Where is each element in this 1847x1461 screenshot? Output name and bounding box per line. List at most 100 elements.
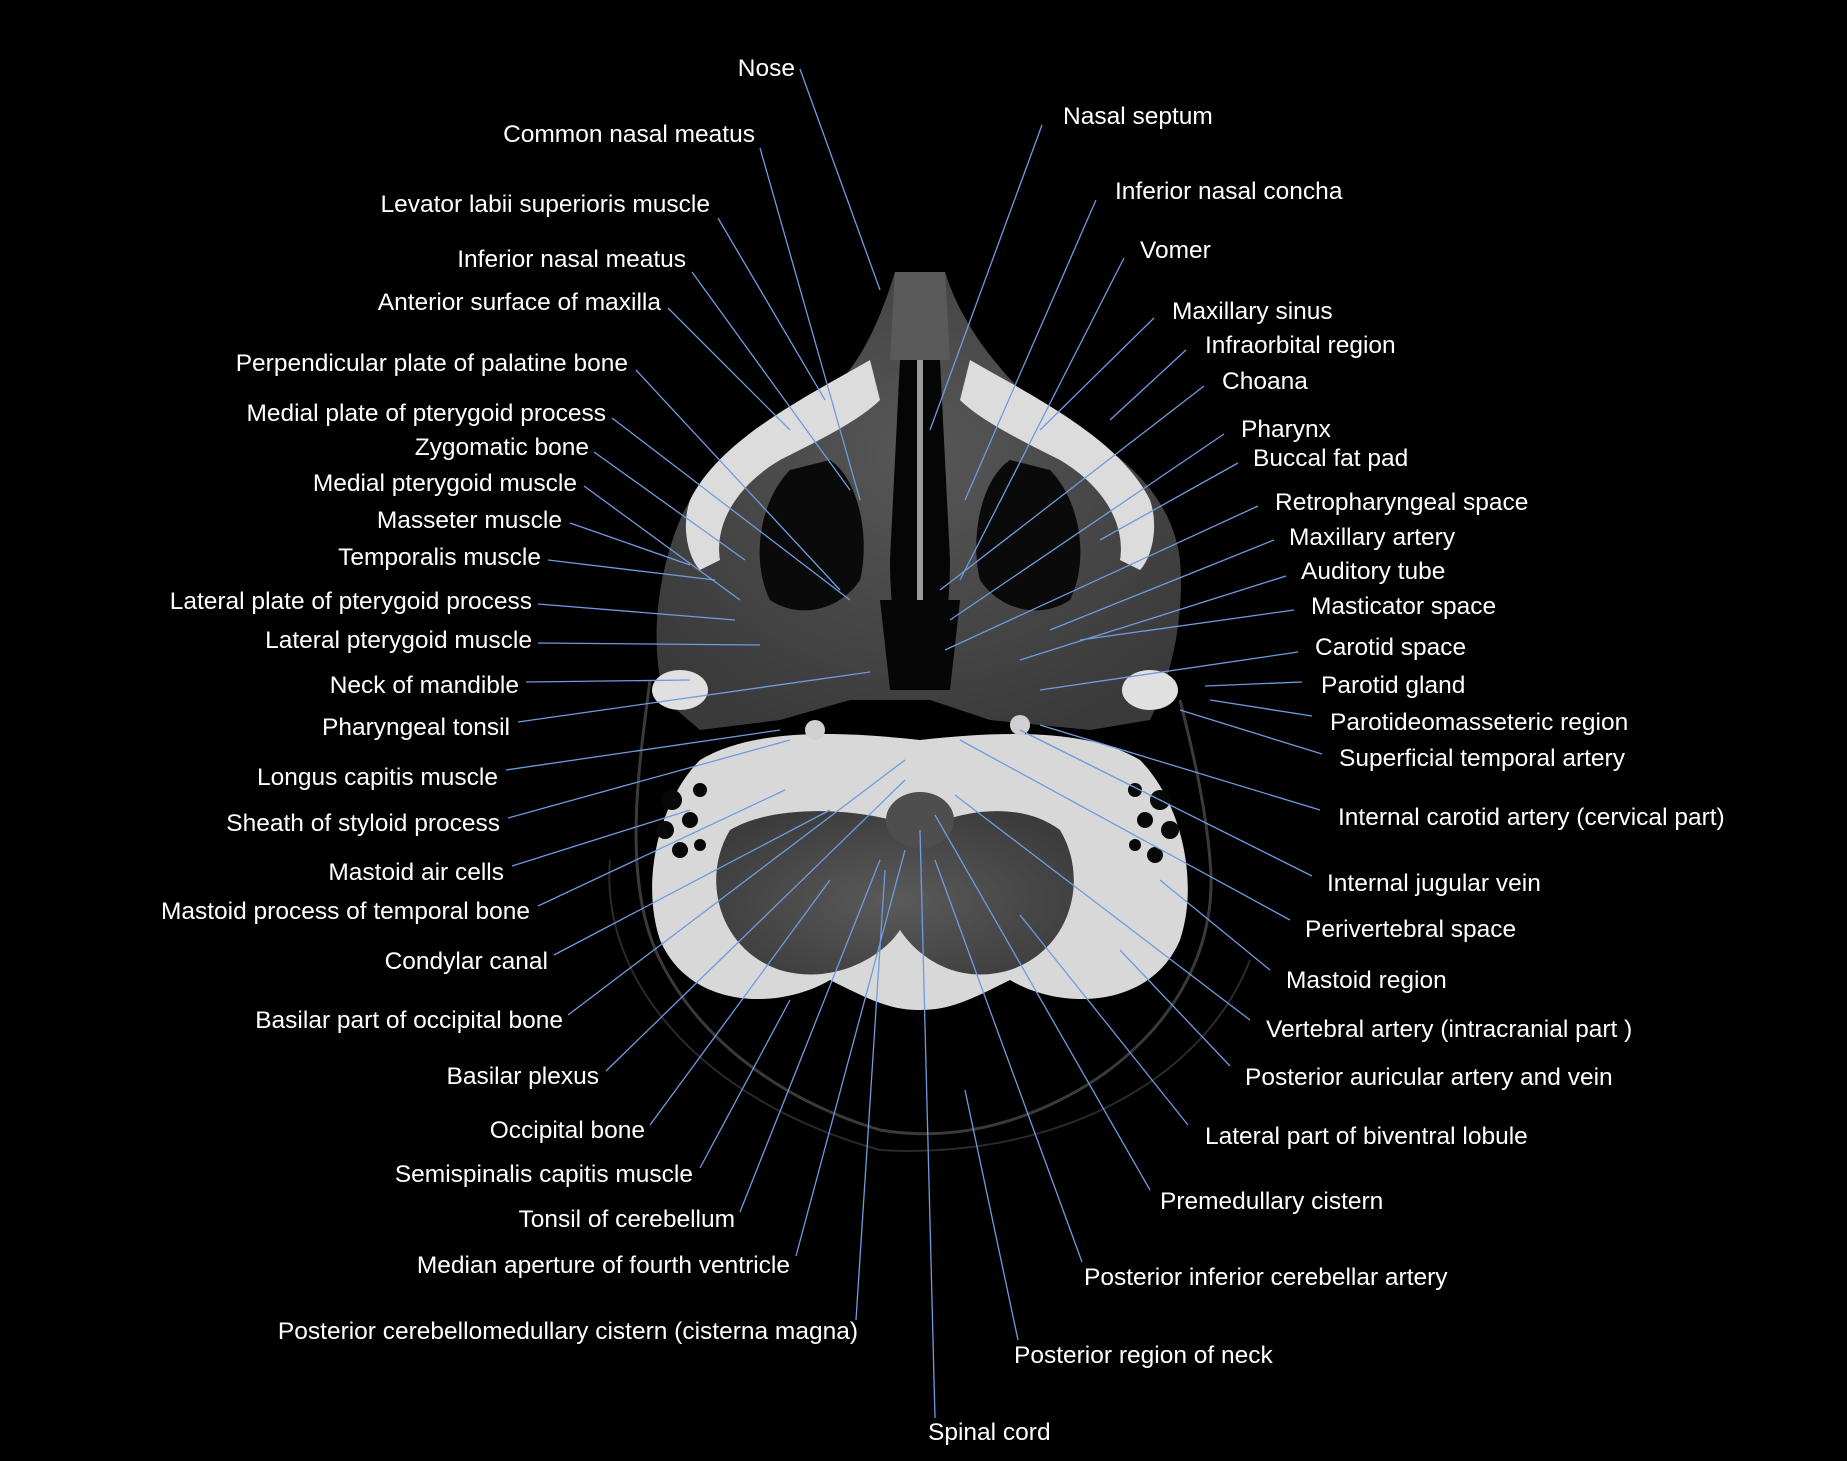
label-mastoid-process-of-temporal-bone: Mastoid process of temporal bone (160, 898, 530, 925)
label-median-aperture-of-fourth-ventricle: Median aperture of fourth ventricle (416, 1252, 790, 1279)
label-anterior-surface-of-maxilla: Anterior surface of maxilla (377, 289, 661, 316)
leader-posterior-auricular-artery-and-vein (1119, 949, 1231, 1067)
label-carotid-space: Carotid space (1315, 634, 1467, 661)
label-tonsil-of-cerebellum: Tonsil of cerebellum (518, 1206, 735, 1233)
leader-median-aperture-of-fourth-ventricle (795, 849, 906, 1257)
leader-sheath-of-styloid-process (507, 739, 791, 819)
leader-spinal-cord (919, 829, 936, 1419)
leader-common-nasal-meatus (759, 147, 861, 501)
leader-lines (505, 68, 1323, 1419)
left-mandible-neck (652, 670, 708, 710)
leader-lateral-part-of-biventral-lobule (1019, 914, 1189, 1126)
label-lateral-plate-of-pterygoid-process: Lateral plate of pterygoid process (169, 588, 532, 615)
leader-internal-carotid-artery-cervical-part (1039, 724, 1321, 811)
leader-levator-labii-superioris-muscle (717, 217, 826, 401)
nasal-septum-line (917, 300, 923, 680)
label-lateral-part-of-biventral-lobule: Lateral part of biventral lobule (1205, 1123, 1528, 1150)
leader-maxillary-artery (1049, 539, 1275, 631)
leader-posterior-cerebellomedullary-cistern-cisterna-magna (855, 869, 886, 1321)
label-sheath-of-styloid-process: Sheath of styloid process (226, 810, 500, 837)
leader-vertebral-artery-intracranial-part (954, 794, 1251, 1021)
leader-vomer (959, 257, 1125, 581)
leader-mastoid-air-cells (511, 809, 691, 867)
leader-semispinalis-capitis-muscle (699, 999, 791, 1169)
skin-outline (634, 679, 1213, 1136)
label-medial-plate-of-pterygoid-process: Medial plate of pterygoid process (246, 400, 606, 427)
label-retropharyngeal-space: Retropharyngeal space (1275, 489, 1529, 516)
leader-premedullary-cistern (934, 814, 1151, 1191)
label-posterior-inferior-cerebellar-artery: Posterior inferior cerebellar artery (1084, 1264, 1448, 1291)
label-longus-capitis-muscle: Longus capitis muscle (256, 764, 498, 791)
leader-tonsil-of-cerebellum (739, 859, 881, 1213)
maxilla-bone-right (960, 360, 1155, 570)
leader-internal-jugular-vein (1019, 729, 1313, 877)
label-temporalis-muscle: Temporalis muscle (338, 544, 541, 571)
pharynx-airway (880, 600, 960, 690)
label-condylar-canal: Condylar canal (384, 948, 548, 975)
label-levator-labii-superioris-muscle: Levator labii superioris muscle (380, 191, 710, 218)
leader-lateral-plate-of-pterygoid-process (537, 603, 736, 621)
label-inferior-nasal-meatus: Inferior nasal meatus (457, 246, 686, 273)
label-pharyngeal-tonsil: Pharyngeal tonsil (322, 714, 510, 741)
label-posterior-cerebellomedullary-cistern-cisterna-magna: Posterior cerebellomedullary cistern (ci… (277, 1318, 858, 1345)
label-maxillary-artery: Maxillary artery (1289, 524, 1456, 551)
label-internal-carotid-artery-cervical-part: Internal carotid artery (cervical part) (1338, 804, 1725, 831)
leader-parotideomasseteric-region (1209, 699, 1313, 717)
leader-parotid-gland (1204, 681, 1303, 687)
leader-basilar-plexus (605, 779, 906, 1072)
label-medial-pterygoid-muscle: Medial pterygoid muscle (312, 470, 577, 497)
leader-perivertebral-space (959, 739, 1291, 921)
label-pharynx: Pharynx (1241, 416, 1331, 443)
label-vertebral-artery-intracranial-part: Vertebral artery (intracranial part ) (1266, 1016, 1633, 1043)
leader-pharynx (949, 433, 1225, 621)
label-zygomatic-bone: Zygomatic bone (414, 434, 589, 461)
leader-masticator-space (1079, 609, 1295, 641)
leader-neck-of-mandible (525, 679, 691, 683)
leader-lateral-pterygoid-muscle (537, 642, 761, 646)
left-maxillary-sinus (759, 460, 864, 611)
label-basilar-plexus: Basilar plexus (446, 1063, 599, 1090)
mastoid-air-cells (656, 783, 1179, 863)
leader-maxillary-sinus (1039, 317, 1155, 431)
leader-superficial-temporal-artery (1179, 709, 1323, 755)
label-semispinalis-capitis-muscle: Semispinalis capitis muscle (394, 1161, 693, 1188)
label-neck-of-mandible: Neck of mandible (329, 672, 519, 699)
label-auditory-tube: Auditory tube (1301, 558, 1446, 585)
medulla (886, 792, 954, 848)
leader-mastoid-process-of-temporal-bone (537, 789, 786, 907)
leader-posterior-region-of-neck (964, 1089, 1019, 1341)
label-vomer: Vomer (1140, 237, 1211, 264)
label-parotid-gland: Parotid gland (1321, 672, 1466, 699)
leader-occipital-bone (649, 879, 831, 1126)
leader-nose (799, 68, 881, 291)
label-masticator-space: Masticator space (1311, 593, 1497, 620)
maxilla-bone (685, 360, 880, 570)
leader-choana (939, 385, 1205, 591)
label-lateral-pterygoid-muscle: Lateral pterygoid muscle (265, 627, 532, 654)
label-choana: Choana (1222, 368, 1308, 395)
label-posterior-region-of-neck: Posterior region of neck (1014, 1342, 1273, 1369)
label-spinal-cord: Spinal cord (928, 1419, 1051, 1446)
leader-nasal-septum (929, 124, 1043, 431)
leader-posterior-inferior-cerebellar-artery (934, 859, 1083, 1263)
leader-zygomatic-bone (593, 451, 746, 561)
leader-carotid-space (1039, 651, 1299, 691)
label-nasal-septum: Nasal septum (1063, 103, 1213, 130)
label-perivertebral-space: Perivertebral space (1305, 916, 1517, 943)
leader-condylar-canal (553, 809, 831, 956)
leader-inferior-nasal-meatus (691, 271, 851, 491)
leader-inferior-nasal-concha (964, 199, 1097, 501)
left-carotid (805, 720, 825, 740)
leader-auditory-tube (1019, 575, 1287, 661)
label-superficial-temporal-artery: Superficial temporal artery (1339, 745, 1625, 772)
label-internal-jugular-vein: Internal jugular vein (1327, 870, 1541, 897)
label-premedullary-cistern: Premedullary cistern (1160, 1188, 1384, 1215)
label-perpendicular-plate-of-palatine-bone: Perpendicular plate of palatine bone (235, 350, 628, 377)
label-common-nasal-meatus: Common nasal meatus (503, 121, 755, 148)
right-mandible-neck (1122, 670, 1178, 710)
label-occipital-bone: Occipital bone (489, 1117, 645, 1144)
label-buccal-fat-pad: Buccal fat pad (1253, 445, 1409, 472)
label-mastoid-region: Mastoid region (1286, 967, 1447, 994)
